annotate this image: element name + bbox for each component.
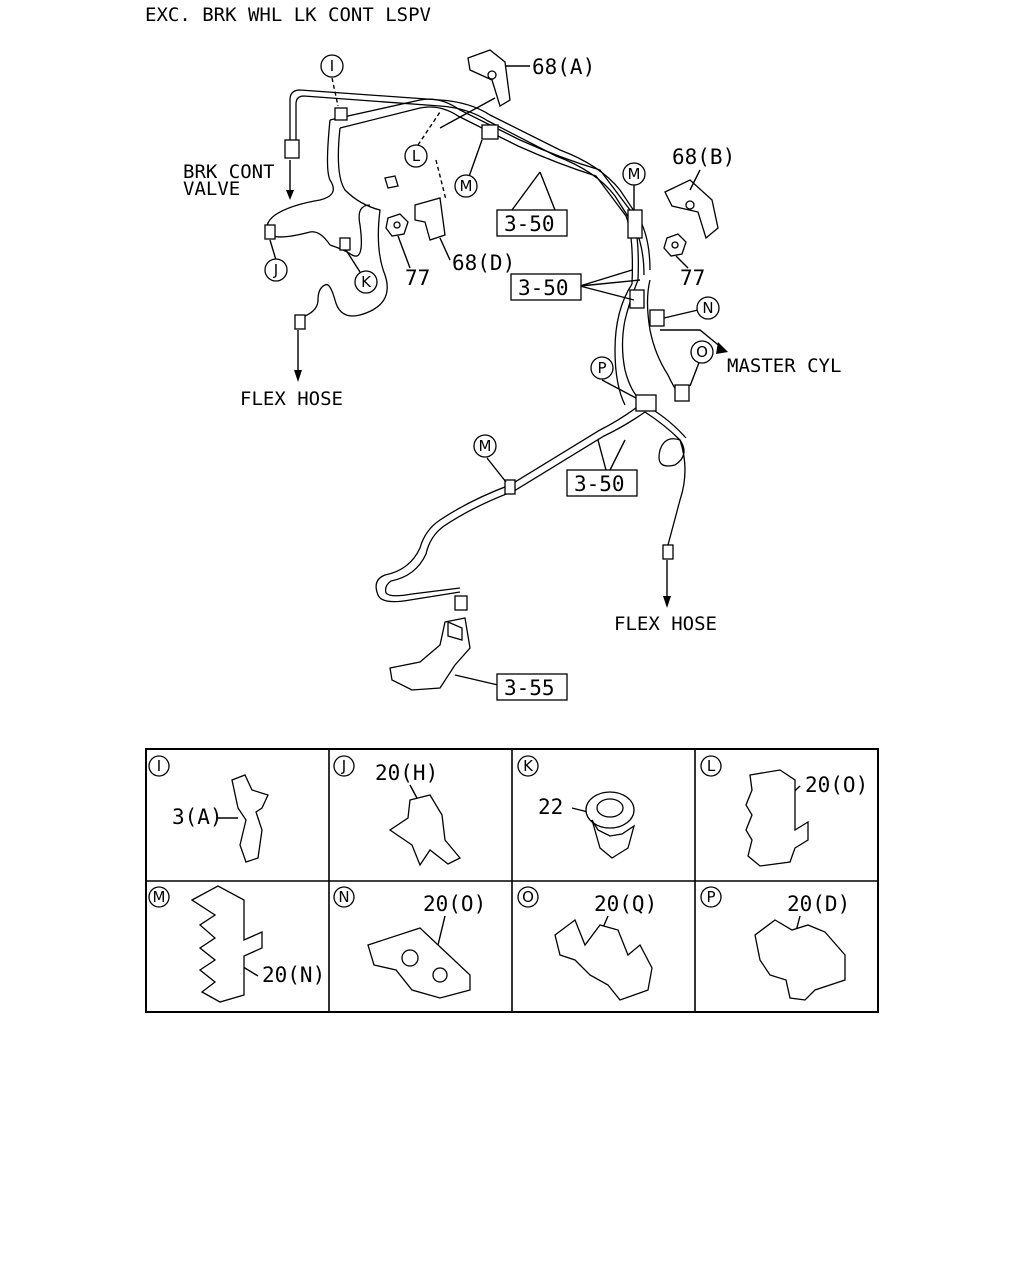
nut-77-left <box>385 213 409 237</box>
clip-table: I 3(A) J 20(H) K 22 L 20(O) <box>145 748 879 1013</box>
callout-m: M <box>473 434 497 458</box>
svg-text:N: N <box>338 888 349 906</box>
bracket-68b <box>664 179 719 240</box>
svg-text:M: M <box>460 177 473 195</box>
ref-3-50-top: 3-50 <box>504 212 555 236</box>
clip-cell-k: K 22 <box>517 755 636 859</box>
svg-text:M: M <box>628 165 641 183</box>
svg-text:20(O): 20(O) <box>423 892 486 916</box>
ref-77-left: 77 <box>405 266 430 290</box>
brk-cont-valve-label-1: BRK CONT <box>183 161 275 183</box>
clip-cell-i: I 3(A) <box>148 755 269 863</box>
svg-text:20(D): 20(D) <box>787 892 850 916</box>
callout-k: K <box>354 270 378 294</box>
clip-cell-l: L 20(O) <box>700 755 868 867</box>
svg-text:20(O): 20(O) <box>805 773 868 797</box>
svg-text:J: J <box>341 757 346 775</box>
callout-i: I <box>320 54 344 78</box>
callout-m: M <box>622 162 646 186</box>
clip-cell-m: M 20(N) <box>148 885 325 1003</box>
svg-text:J: J <box>273 261 278 279</box>
svg-text:20(N): 20(N) <box>262 963 325 987</box>
ref-3-55: 3-55 <box>504 676 555 700</box>
brk-cont-valve-label-2: VALVE <box>183 178 240 200</box>
master-cyl-label: MASTER CYL <box>727 355 841 377</box>
svg-text:I: I <box>157 757 161 775</box>
clip-cell-o: O 20(Q) <box>517 886 657 1001</box>
svg-text:M: M <box>153 888 166 906</box>
svg-text:L: L <box>412 147 421 165</box>
svg-text:O: O <box>696 343 708 361</box>
svg-text:K: K <box>523 757 534 775</box>
svg-text:M: M <box>479 437 492 455</box>
direction-arrows <box>286 160 728 608</box>
svg-text:N: N <box>702 299 713 317</box>
callout-l: L <box>404 144 428 168</box>
brake-pipes <box>266 89 687 603</box>
pipe-fittings <box>264 107 690 611</box>
svg-text:P: P <box>597 359 606 377</box>
clip-cell-j: J 20(H) <box>333 755 462 867</box>
flex-hose-left-label: FLEX HOSE <box>240 388 343 410</box>
ref-3-50-mid: 3-50 <box>518 276 569 300</box>
callout-o: O <box>690 340 714 364</box>
ref-box-3-50-mid <box>510 273 582 301</box>
bracket-3-55 <box>389 617 471 691</box>
svg-text:O: O <box>522 888 534 906</box>
ref-77-right: 77 <box>680 266 705 290</box>
callout-p: P <box>590 356 614 380</box>
ref-box-3-50-low <box>566 469 638 497</box>
nut-77-right <box>663 233 687 257</box>
ref-box-3-55 <box>496 673 568 701</box>
callout-n: N <box>696 296 720 320</box>
svg-text:P: P <box>706 888 715 906</box>
svg-text:I: I <box>330 57 334 75</box>
svg-text:22: 22 <box>538 795 563 819</box>
clip-cell-n: N 20(O) <box>333 886 486 999</box>
callout-j: J <box>264 258 288 282</box>
ref-68b: 68(B) <box>672 145 735 169</box>
ref-68a: 68(A) <box>532 55 595 79</box>
callout-m: M <box>454 174 478 198</box>
svg-text:20(Q): 20(Q) <box>594 892 657 916</box>
bracket-68a <box>467 49 511 107</box>
svg-text:3(A): 3(A) <box>172 805 223 829</box>
ref-box-3-50-top <box>496 209 568 237</box>
page-title: EXC. BRK WHL LK CONT LSPV <box>145 4 431 26</box>
svg-text:L: L <box>707 757 716 775</box>
flex-hose-right-label: FLEX HOSE <box>614 613 717 635</box>
ref-3-50-low: 3-50 <box>574 472 625 496</box>
clip-cell-p: P 20(D) <box>700 886 850 1001</box>
leader-lines <box>269 65 701 686</box>
bracket-68d <box>414 197 446 241</box>
svg-text:20(H): 20(H) <box>375 761 438 785</box>
ref-68d: 68(D) <box>452 251 515 275</box>
svg-text:K: K <box>361 273 372 291</box>
